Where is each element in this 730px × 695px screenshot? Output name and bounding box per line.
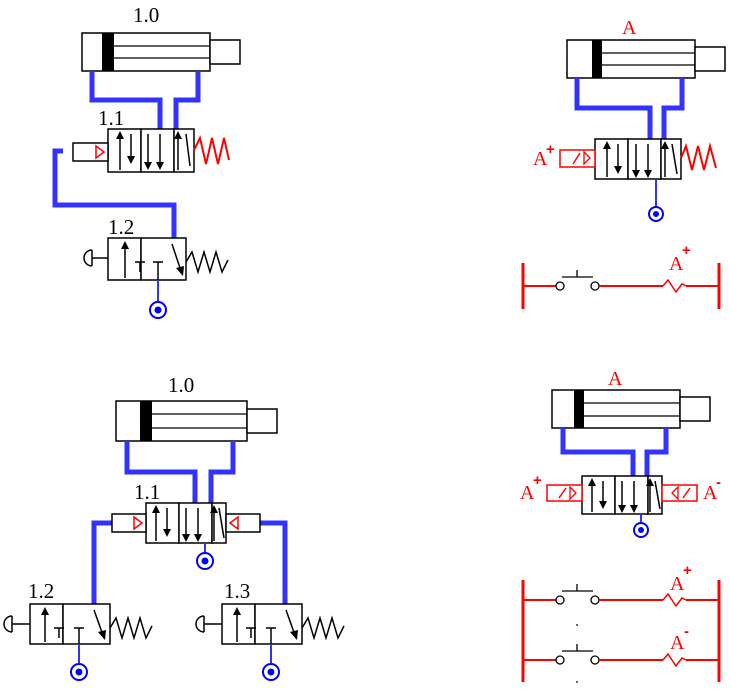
ladder-top [521, 263, 721, 309]
button-valve-1-3 [195, 603, 345, 681]
label-valve-1-1-bottom: 1.1 [134, 480, 160, 504]
label-valve-1-1: 1.1 [98, 106, 124, 130]
sign-coil-a-minus: - [684, 623, 689, 640]
label-coil-a-plus: A [670, 573, 685, 595]
air-lines-bottom-right [560, 428, 669, 476]
sign-coil-a-top: + [682, 242, 691, 259]
air-lines-bottom-left [91, 441, 288, 604]
label-button-valve-1-2: 1.2 [108, 215, 134, 239]
sign-solenoid-a-minus: - [716, 474, 721, 491]
label-coil-a-top: A [669, 253, 684, 275]
label-solenoid-a-top: A [533, 148, 548, 170]
cylinder-1-0 [81, 32, 241, 72]
button-valve-1-2 [83, 237, 229, 319]
solenoid-valve-top [559, 138, 717, 222]
sign-solenoid-a-plus: + [533, 472, 542, 489]
label-button-valve-1-2-bottom: 1.2 [28, 579, 54, 603]
label-cylinder-a-top: A [622, 17, 637, 39]
sign-coil-a-plus: + [683, 562, 692, 579]
label-coil-a-minus: A [670, 632, 685, 654]
air-lines-top-left [52, 71, 201, 238]
button-valve-1-2-bottom [3, 603, 153, 681]
top-right-circuit: A [521, 17, 726, 309]
bottom-left-circuit: 1.0 [3, 373, 345, 681]
top-left-circuit: 1.0 1.1 [52, 3, 241, 319]
bottom-right-circuit: A [520, 368, 721, 683]
label-solenoid-a-plus: A [520, 482, 535, 504]
label-button-valve-1-3: 1.3 [224, 579, 250, 603]
double-solenoid-valve [546, 475, 698, 538]
cylinder-a-bottom [551, 389, 711, 429]
air-lines-top-right [574, 78, 685, 139]
ladder-bottom [521, 580, 721, 683]
cylinder-1-0-bottom [115, 400, 278, 442]
cylinder-a-top [566, 39, 726, 79]
valve-1-1 [72, 128, 230, 173]
sign-solenoid-a-top: + [546, 141, 555, 158]
label-cylinder-1-0: 1.0 [133, 3, 159, 27]
label-cylinder-a-bottom: A [608, 368, 623, 390]
label-cylinder-1-0-bottom: 1.0 [168, 373, 194, 397]
label-solenoid-a-minus: A [703, 482, 718, 504]
valve-1-1-bottom [111, 502, 261, 570]
